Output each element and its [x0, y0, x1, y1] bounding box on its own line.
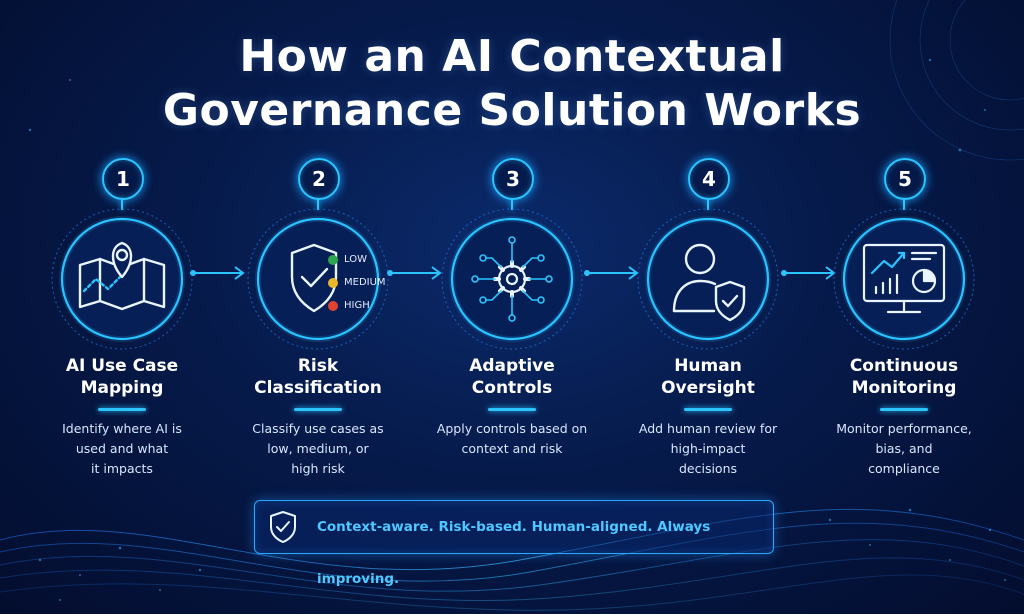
step-title-line-2: Monitoring — [851, 378, 957, 398]
risk-label-high: HIGH — [344, 300, 370, 311]
step-title-line-1: Adaptive — [469, 356, 555, 376]
step-title: Risk Classification — [218, 355, 418, 399]
step-number-badge: 5 — [884, 158, 926, 200]
step-desc-line-3: compliance — [868, 461, 940, 476]
icon-ring — [51, 208, 193, 350]
step-title-line-2: Oversight — [661, 378, 755, 398]
step-desc-line-1: Apply controls based on — [436, 421, 588, 436]
step-desc-line-3: decisions — [678, 461, 738, 476]
step-desc-line-3: it impacts — [91, 461, 153, 476]
step-title: Human Oversight — [608, 355, 808, 399]
shield-check-icon — [270, 511, 296, 543]
risk-level-high: HIGH — [328, 294, 386, 317]
risk-level-low: LOW — [328, 248, 386, 271]
step-5-continuous-monitoring: 5 Continuous Monitoring Monitor performa… — [804, 0, 1004, 490]
step-number-badge: 2 — [298, 158, 340, 200]
flow-arrow-3-4 — [584, 266, 639, 280]
step-description: Classify use cases as low, medium, or hi… — [238, 419, 398, 479]
step-title-line-1: AI Use Case — [65, 356, 179, 376]
gear-network-icon — [471, 236, 553, 322]
step-4-human-oversight: 4 Human Oversight Add human review for h… — [608, 0, 808, 490]
step-number-badge: 4 — [688, 158, 730, 200]
page-title-line-2: Governance Solution Works — [162, 85, 862, 136]
step-description: Add human review for high-impact decisio… — [628, 419, 788, 479]
page-title: How an AI Contextual Governance Solution… — [0, 30, 1024, 138]
icon-ring — [441, 208, 583, 350]
icon-ring — [637, 208, 779, 350]
title-underline — [294, 408, 342, 411]
step-3-adaptive-controls: 3 Adaptiv — [412, 0, 612, 490]
step-title-line-1: Risk — [297, 356, 339, 376]
step-desc-line-2: low, medium, or — [267, 441, 369, 456]
step-1-use-case-mapping: 1 AI Use Case Mapping Identify where AI … — [22, 0, 222, 490]
step-description: Identify where AI is used and what it im… — [42, 419, 202, 479]
step-desc-line-1: Classify use cases as — [252, 421, 384, 436]
step-title-line-2: Controls — [471, 378, 553, 398]
step-title: AI Use Case Mapping — [22, 355, 222, 399]
title-underline — [880, 408, 928, 411]
step-2-risk-classification: 2 Risk Classification Classify use cases… — [218, 0, 418, 490]
badge-connector — [511, 198, 513, 210]
risk-dot-high — [328, 300, 338, 311]
step-title: Adaptive Controls — [412, 355, 612, 399]
shield-check-icon — [290, 243, 338, 313]
step-description: Apply controls based on context and risk — [432, 419, 592, 459]
step-title: Continuous Monitoring — [804, 355, 1004, 399]
step-title-line-1: Continuous — [849, 356, 959, 376]
summary-banner: Context-aware. Risk-based. Human-aligned… — [254, 500, 774, 587]
title-underline — [98, 408, 146, 411]
user-shield-icon — [672, 243, 746, 322]
badge-connector — [903, 198, 905, 210]
icon-ring — [833, 208, 975, 350]
step-desc-line-1: Identify where AI is — [62, 421, 182, 436]
step-desc-line-2: bias, and — [875, 441, 933, 456]
step-description: Monitor performance, bias, and complianc… — [824, 419, 984, 479]
page-title-line-1: How an AI Contextual — [239, 31, 785, 82]
step-number-badge: 3 — [492, 158, 534, 200]
step-number-badge: 1 — [102, 158, 144, 200]
step-desc-line-1: Add human review for — [638, 421, 778, 436]
risk-dot-medium — [328, 277, 338, 288]
summary-banner-text: Context-aware. Risk-based. Human-aligned… — [317, 519, 711, 587]
step-title-line-1: Human — [674, 356, 742, 376]
step-desc-line-2: high-impact — [670, 441, 746, 456]
risk-label-medium: MEDIUM — [344, 277, 386, 288]
monitor-chart-icon — [862, 243, 946, 314]
risk-level-medium: MEDIUM — [328, 271, 386, 294]
step-title-line-2: Classification — [254, 378, 382, 398]
flow-arrow-2-3 — [387, 266, 442, 280]
badge-connector — [707, 198, 709, 210]
risk-dot-low — [328, 254, 338, 265]
risk-level-legend: LOW MEDIUM HIGH — [328, 248, 386, 317]
step-desc-line-1: Monitor performance, — [836, 421, 972, 436]
step-desc-line-2: context and risk — [461, 441, 563, 456]
title-underline — [684, 408, 732, 411]
icon-ring — [247, 208, 389, 350]
step-desc-line-3: high risk — [291, 461, 345, 476]
risk-label-low: LOW — [344, 254, 367, 265]
badge-connector — [317, 198, 319, 210]
map-pin-icon — [78, 241, 166, 311]
step-desc-line-2: used and what — [75, 441, 169, 456]
step-title-line-2: Mapping — [80, 378, 164, 398]
title-underline — [488, 408, 536, 411]
badge-connector — [121, 198, 123, 210]
